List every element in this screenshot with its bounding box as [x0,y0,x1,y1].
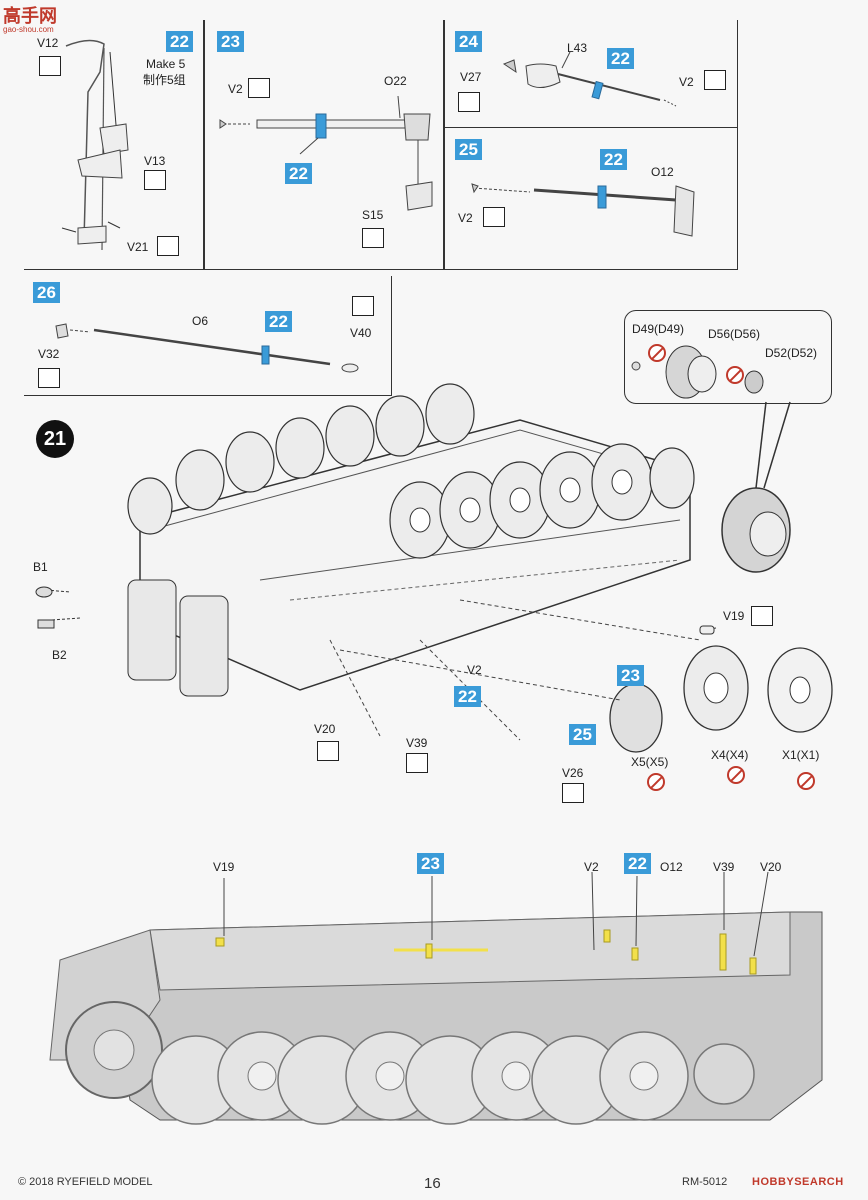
side-label-V2: V2 [584,860,599,874]
footer-page-number: 16 [424,1175,441,1192]
part-V40: V40 [350,326,372,340]
cement-icon [458,92,480,112]
ref-step-22: 22 [607,48,634,69]
cement-icon [39,56,61,76]
wheel-X5: X5(X5) [631,755,669,769]
ref-step-23: 23 [617,665,644,686]
part-V13: V13 [144,154,166,168]
logo-text: 高手网 [3,6,57,26]
cement-icon [144,170,166,190]
step-23-badge: 23 [217,31,244,52]
part-B1: B1 [33,560,48,574]
side-label-V20: V20 [760,860,782,874]
footer-copyright: © 2018 RYEFIELD MODEL [18,1176,153,1188]
part-V2: V2 [228,82,243,96]
cement-icon [362,228,384,248]
part-V2: V2 [679,75,694,89]
make-count-cn: 制作5组 [143,73,186,87]
no-cement-icon [727,766,745,784]
side-label-V19: V19 [213,860,235,874]
part-O12: O12 [651,165,674,179]
cement-icon [483,207,505,227]
step-21-badge: 21 [36,420,74,458]
part-V2: V2 [467,663,482,677]
cement-icon [248,78,270,98]
part-V21: V21 [127,240,149,254]
ref-step-23: 23 [417,853,444,874]
wheel-X1: X1(X1) [782,748,820,762]
wheel-X4: X4(X4) [711,748,749,762]
cement-icon [317,741,339,761]
cement-icon [38,368,60,388]
side-label-V39: V39 [713,860,735,874]
footer-product-code: RM-5012 [682,1176,728,1188]
part-O6: O6 [192,314,209,328]
step-24-badge: 24 [455,31,482,52]
part-D56: D56(D56) [708,327,761,341]
site-logo: 高手网 gao-shou.com [3,2,57,34]
ref-step-22: 22 [454,686,481,707]
part-D52: D52(D52) [765,346,818,360]
detail-callout [624,310,832,404]
part-V39: V39 [406,736,428,750]
ref-step-22: 22 [265,311,292,332]
make-count-en: Make 5 [146,57,186,71]
step-25-panel [444,128,738,270]
no-cement-icon [647,773,665,791]
part-V32: V32 [38,347,60,361]
part-B2: B2 [52,648,67,662]
part-V20: V20 [314,722,336,736]
ref-step-22: 22 [624,853,651,874]
cement-icon [562,783,584,803]
cement-icon [406,753,428,773]
ref-step-25: 25 [569,724,596,745]
step-26-panel [24,276,392,396]
no-cement-icon [726,366,744,384]
ref-step-22: 22 [285,163,312,184]
step-23-panel [204,20,444,270]
part-V19: V19 [723,609,745,623]
step-24-panel [444,20,738,128]
part-O22: O22 [384,74,407,88]
step-26-badge: 26 [33,282,60,303]
side-label-O12: O12 [660,860,683,874]
ref-step-22: 22 [600,149,627,170]
footer-watermark: HOBBYSEARCH [752,1176,844,1188]
step-22-badge: 22 [166,31,193,52]
part-V27: V27 [460,70,482,84]
no-cement-icon [797,772,815,790]
part-V12: V12 [37,36,59,50]
step-25-badge: 25 [455,139,482,160]
part-V2: V2 [458,211,473,225]
part-D49: D49(D49) [632,322,685,336]
cement-icon [157,236,179,256]
no-cement-icon [648,344,666,362]
cement-icon [751,606,773,626]
cement-icon [352,296,374,316]
step-22-panel [24,20,204,270]
part-L43: L43 [567,41,588,55]
logo-subtext: gao-shou.com [3,25,54,34]
part-V26: V26 [562,766,584,780]
cement-icon [704,70,726,90]
part-S15: S15 [362,208,384,222]
